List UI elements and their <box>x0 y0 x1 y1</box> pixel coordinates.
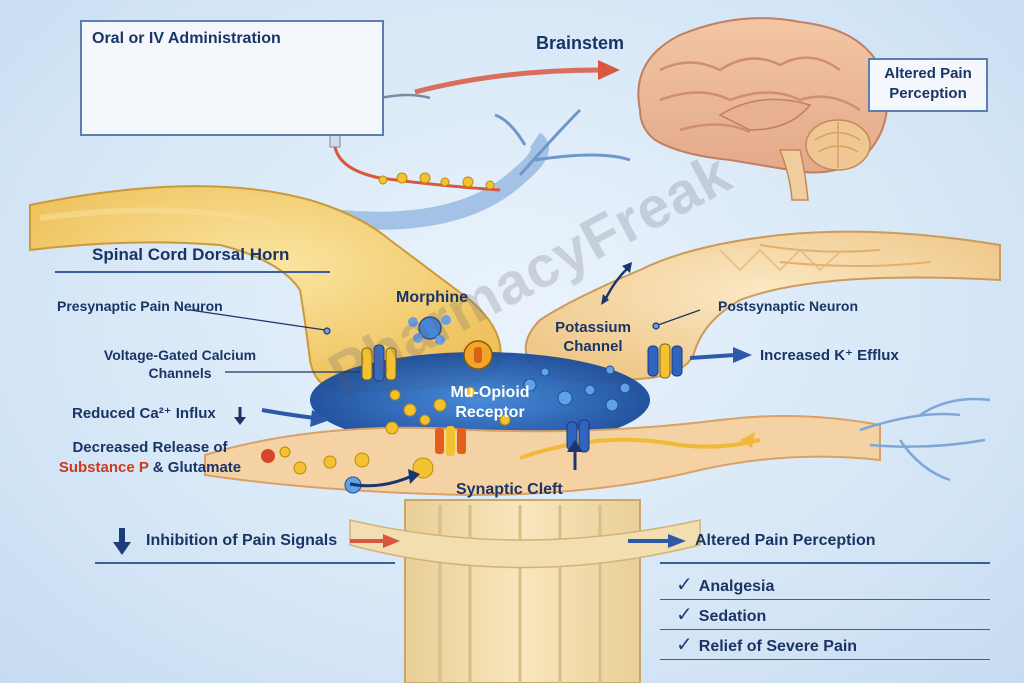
effect-item: ✓ Relief of Severe Pain <box>676 632 857 657</box>
effect-item: ✓ Analgesia <box>676 572 774 597</box>
mu-opioid-receptor-marker <box>463 340 493 370</box>
effect-label: Analgesia <box>698 578 775 595</box>
potassium-label-line1: Potassium <box>555 319 631 336</box>
cleft-arrow-left <box>349 474 413 488</box>
inhibition-underline <box>95 562 395 564</box>
morphine-molecule <box>408 315 451 345</box>
perception-underline <box>660 562 990 564</box>
checkmark-icon: ✓ <box>676 574 693 596</box>
substance-p-dot <box>261 449 275 463</box>
altered-pain-box: Altered Pain Perception <box>868 58 988 112</box>
ca-influx-label: Reduced Ca²⁺ Influx <box>72 405 216 422</box>
perception-label: Altered Pain Perception <box>695 532 876 549</box>
brain <box>637 17 889 201</box>
altered-pain-box-label: Altered Pain Perception <box>884 65 972 102</box>
checkmark-icon: ✓ <box>676 604 693 626</box>
morphine-label: Morphine <box>396 289 468 306</box>
vgcc-label-line1: Voltage-Gated Calcium <box>103 347 257 363</box>
glutamate-label: & Glutamate <box>152 459 242 476</box>
brainstem-title: Brainstem <box>536 33 625 53</box>
effect-divider <box>660 629 990 630</box>
vgcc-label-line2: Channels <box>148 365 212 381</box>
lower-pathway <box>204 397 991 497</box>
inhibition-label: Inhibition of Pain Signals <box>146 532 338 549</box>
effect-label: Relief of Severe Pain <box>698 638 858 655</box>
presynaptic-label: Presynaptic Pain Neuron <box>57 298 223 314</box>
synaptic-cleft-label: Synaptic Cleft <box>456 481 563 498</box>
brainstem-arrow <box>414 67 601 95</box>
k-efflux-arrow <box>689 353 736 360</box>
effect-label: Sedation <box>698 608 767 625</box>
mu-opioid-label-line1: Mu-Opioid <box>450 384 530 401</box>
leader-lines <box>189 309 701 373</box>
calcium-channel <box>361 344 397 382</box>
blue-molecules <box>344 365 631 494</box>
spinal-cord-column <box>349 499 701 683</box>
k-efflux-label: Increased K⁺ Efflux <box>760 347 899 364</box>
substance-p-label: Substance P <box>58 459 149 476</box>
drug-particles <box>378 172 495 190</box>
mu-opioid-label-line2: Receptor <box>455 404 525 421</box>
potassium-channel <box>647 343 683 379</box>
neurotransmitter-vesicles <box>279 386 511 479</box>
mu-opioid-label: Mu-Opioid Receptor <box>435 383 545 423</box>
ca-influx-arrow <box>261 408 316 420</box>
release-label-line2: Substance P & Glutamate <box>50 458 250 478</box>
spinal-title: Spinal Cord Dorsal Horn <box>92 245 290 264</box>
checkmark-icon: ✓ <box>676 634 693 656</box>
administration-box: Oral or IV Administration <box>80 20 384 136</box>
release-label: Decreased Release of Substance P & Gluta… <box>50 438 250 478</box>
vgcc-label: Voltage-Gated Calcium Channels <box>80 346 280 382</box>
effect-item: ✓ Sedation <box>676 602 766 627</box>
effect-divider <box>660 599 990 600</box>
effect-divider <box>660 659 990 660</box>
potassium-label: Potassium Channel <box>548 318 638 356</box>
potassium-curve-arrow <box>603 267 629 301</box>
release-label-line1: Decreased Release of <box>72 439 228 456</box>
potassium-label-line2: Channel <box>563 338 623 355</box>
postsynaptic-label: Postsynaptic Neuron <box>718 298 859 314</box>
administration-title: Oral or IV Administration <box>92 30 281 47</box>
